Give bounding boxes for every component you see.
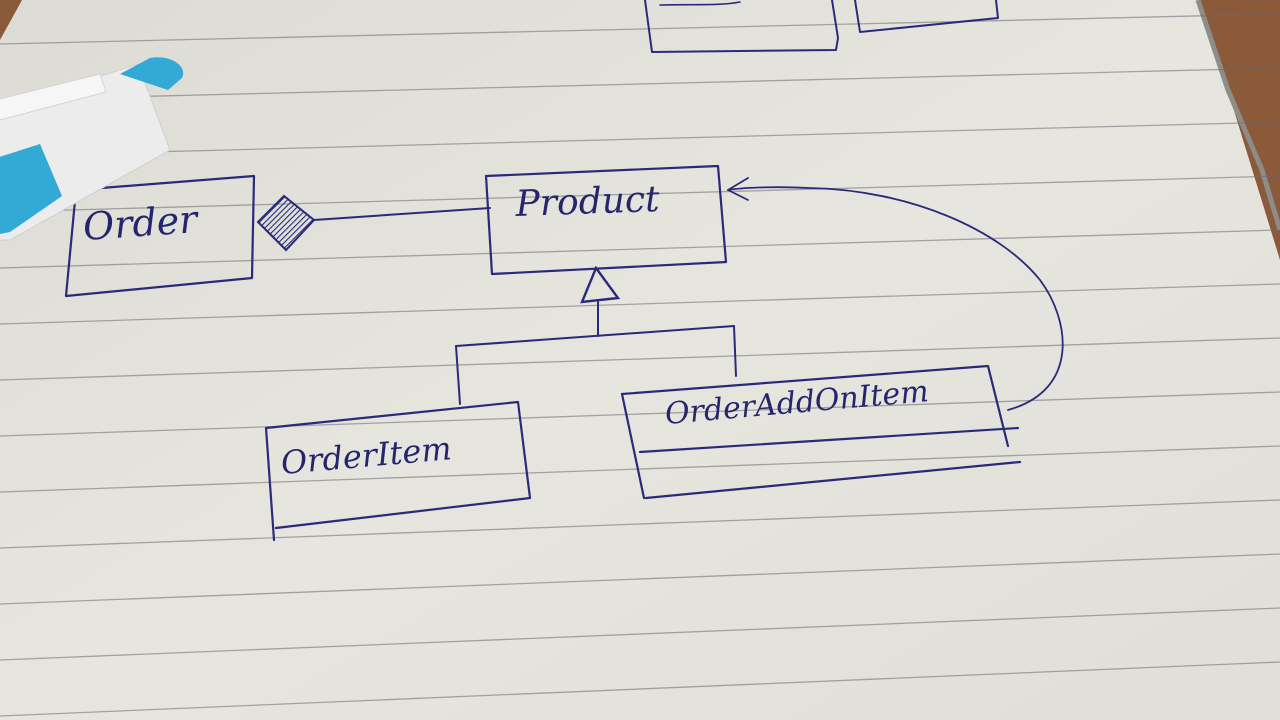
class-order-name: Order — [82, 197, 202, 249]
class-order: Order — [64, 174, 256, 298]
ruled-line — [0, 607, 1280, 661]
association-arrowhead-icon — [727, 177, 749, 201]
association-curve — [727, 186, 1064, 411]
inheritance-triangle-icon — [580, 265, 621, 304]
relation-addon-product-association — [727, 177, 1064, 411]
generalization-branch-orderitem — [455, 345, 461, 405]
pen — [0, 57, 184, 241]
page-spine-edge — [1195, 0, 1280, 231]
ruled-line — [0, 175, 1280, 213]
generalization-branch-addon — [733, 325, 737, 377]
relation-generalization — [455, 265, 737, 405]
ruled-line — [0, 661, 1280, 717]
relation-order-product-composition — [256, 194, 491, 252]
ruled-line — [0, 121, 1280, 157]
ruled-line — [0, 391, 1280, 437]
generalization-bus — [455, 325, 735, 347]
pen-cap-tip — [120, 57, 184, 90]
class-product-name: Product — [514, 179, 661, 225]
ruled-line — [0, 229, 1280, 269]
ruled-line — [0, 499, 1280, 549]
ruled-line — [0, 67, 1280, 101]
ruled-line — [0, 337, 1280, 381]
pen-clip — [0, 73, 107, 121]
ruled-line — [0, 445, 1280, 493]
partial-top-boxes — [644, 0, 999, 53]
pen-cap-band — [0, 144, 62, 234]
ruled-line — [0, 553, 1280, 605]
composition-line — [313, 207, 491, 221]
class-product: Product — [484, 164, 728, 276]
ruled-line — [0, 283, 1280, 325]
ruled-lines — [0, 13, 1280, 717]
ruled-line — [0, 13, 1280, 45]
